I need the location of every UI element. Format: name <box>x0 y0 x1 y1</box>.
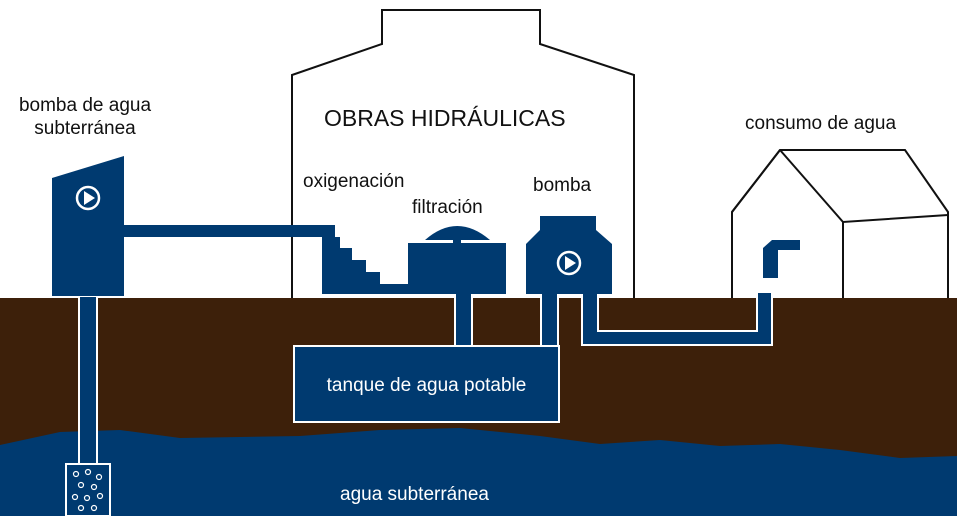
groundwater-pump-housing <box>52 156 124 296</box>
house <box>731 149 949 298</box>
pump-icon <box>556 250 582 276</box>
groundwater-pump-icon <box>75 185 101 211</box>
groundwater-pump-label-line1: bomba de agua <box>18 95 152 116</box>
filtration-stem <box>453 228 461 246</box>
water-consumption-label: consumo de agua <box>745 113 897 134</box>
oxygenation-label: oxigenación <box>303 171 405 192</box>
faucet-icon <box>763 240 800 278</box>
drinking-water-tank-label: tanque de agua potable <box>326 375 527 396</box>
pump-label: bomba <box>533 175 592 196</box>
filtration-tank <box>408 243 506 294</box>
well <box>65 463 111 516</box>
drinking-water-tank <box>293 345 560 423</box>
groundwater-label: agua subterránea <box>340 484 489 505</box>
waterworks-building <box>291 9 635 298</box>
groundwater-pump-label-line2: subterránea <box>34 118 136 139</box>
groundwater-pump-label: bomba de agua subterránea <box>0 94 170 140</box>
filtration-label: filtración <box>412 197 483 218</box>
pump-housing <box>526 216 612 294</box>
groundwater-layer <box>0 428 957 516</box>
oxygenation-steps <box>318 225 410 294</box>
waterworks-title: OBRAS HIDRÁULICAS <box>324 105 566 131</box>
main-pipe <box>122 225 327 237</box>
